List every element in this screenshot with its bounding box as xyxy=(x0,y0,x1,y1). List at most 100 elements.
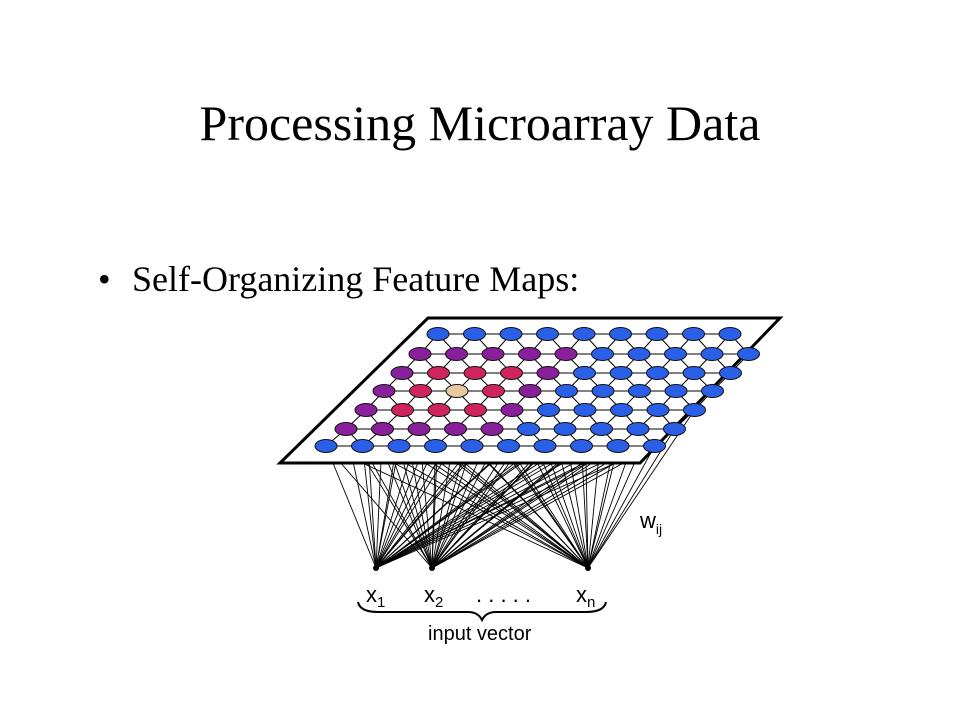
map-node xyxy=(371,422,394,436)
weight-connection xyxy=(375,445,509,569)
weight-connection xyxy=(431,445,473,569)
map-node xyxy=(497,439,520,453)
map-node xyxy=(700,347,724,361)
map-node xyxy=(517,422,540,436)
map-node xyxy=(609,327,632,341)
map-node xyxy=(445,384,469,398)
weight-connection xyxy=(587,445,619,569)
map-node xyxy=(570,439,593,453)
map-node xyxy=(682,366,706,380)
bullet-text: Self-Organizing Feature Maps: xyxy=(132,259,580,299)
map-node xyxy=(537,403,560,417)
map-node xyxy=(499,327,523,341)
map-node xyxy=(645,327,669,341)
bullet-dot: • xyxy=(98,259,111,299)
map-node xyxy=(427,403,451,417)
bullet-item: • Self-Organizing Feature Maps: xyxy=(98,258,579,300)
map-node xyxy=(643,439,666,453)
weight-connection xyxy=(431,445,509,569)
input-vector-brace xyxy=(357,601,607,623)
weight-connection xyxy=(587,445,655,569)
map-node xyxy=(463,327,486,341)
map-node xyxy=(408,347,432,361)
weight-connection xyxy=(508,445,589,569)
weight-connection xyxy=(325,445,589,569)
map-node xyxy=(683,403,706,417)
map-node xyxy=(480,422,504,436)
map-node xyxy=(572,327,596,341)
weight-connection xyxy=(471,445,589,569)
input-ellipsis: . . . . . xyxy=(476,582,531,607)
map-node xyxy=(314,439,338,453)
map-node xyxy=(718,327,742,341)
map-node xyxy=(555,384,578,398)
weight-connection xyxy=(325,445,377,569)
map-node xyxy=(354,403,378,417)
map-node xyxy=(646,366,669,380)
map-node xyxy=(646,403,670,417)
weight-connection xyxy=(375,445,546,569)
weight-connection xyxy=(375,445,400,569)
map-node xyxy=(463,366,487,380)
map-node xyxy=(391,403,414,417)
map-node xyxy=(482,384,505,398)
map-node xyxy=(610,403,633,417)
map-node xyxy=(664,347,687,361)
map-node xyxy=(626,422,650,436)
weight-connection xyxy=(581,445,589,569)
map-node xyxy=(387,439,411,453)
map-node xyxy=(737,347,760,361)
map-node xyxy=(518,347,541,361)
map-node xyxy=(591,384,615,398)
map-node xyxy=(407,422,431,436)
map-node xyxy=(554,347,578,361)
map-node xyxy=(372,384,396,398)
map-node xyxy=(536,327,559,341)
map-node xyxy=(606,439,630,453)
weight-connection xyxy=(431,445,582,569)
map-node xyxy=(444,422,467,436)
map-node xyxy=(500,403,524,417)
weight-connection xyxy=(375,445,436,569)
weight-connection xyxy=(362,445,433,569)
input-label-2: x2 xyxy=(424,582,443,611)
map-node xyxy=(573,366,596,380)
weight-connection xyxy=(431,445,655,569)
input-node-n xyxy=(585,565,591,571)
map-node xyxy=(500,366,523,380)
map-node xyxy=(663,422,686,436)
map-node xyxy=(590,422,613,436)
weight-connection xyxy=(362,445,589,569)
map-node xyxy=(682,327,705,341)
map-node xyxy=(664,384,688,398)
map-node xyxy=(591,347,614,361)
map-node xyxy=(536,366,560,380)
map-node xyxy=(460,439,484,453)
weight-connection xyxy=(375,445,619,569)
weight-connection xyxy=(431,445,436,569)
map-node xyxy=(609,366,633,380)
map-node xyxy=(518,384,542,398)
map-node xyxy=(553,422,577,436)
map-node xyxy=(426,327,450,341)
weight-connection xyxy=(398,445,433,569)
map-node xyxy=(351,439,374,453)
input-node-1 xyxy=(373,565,379,571)
weight-connection xyxy=(375,445,473,569)
weight-connection xyxy=(362,445,377,569)
weight-connection xyxy=(431,445,546,569)
weight-connection xyxy=(375,445,655,569)
weight-connection xyxy=(587,409,695,569)
weight-label-sub: ij xyxy=(656,521,662,537)
map-node xyxy=(390,366,414,380)
weight-connection xyxy=(375,445,582,569)
map-node xyxy=(533,439,557,453)
input-vector-label: input vector xyxy=(428,623,532,645)
input-node-2 xyxy=(429,565,435,571)
weight-connection xyxy=(544,445,589,569)
map-node xyxy=(627,347,651,361)
map-node xyxy=(628,384,651,398)
map-node xyxy=(427,366,450,380)
map-node xyxy=(481,347,505,361)
